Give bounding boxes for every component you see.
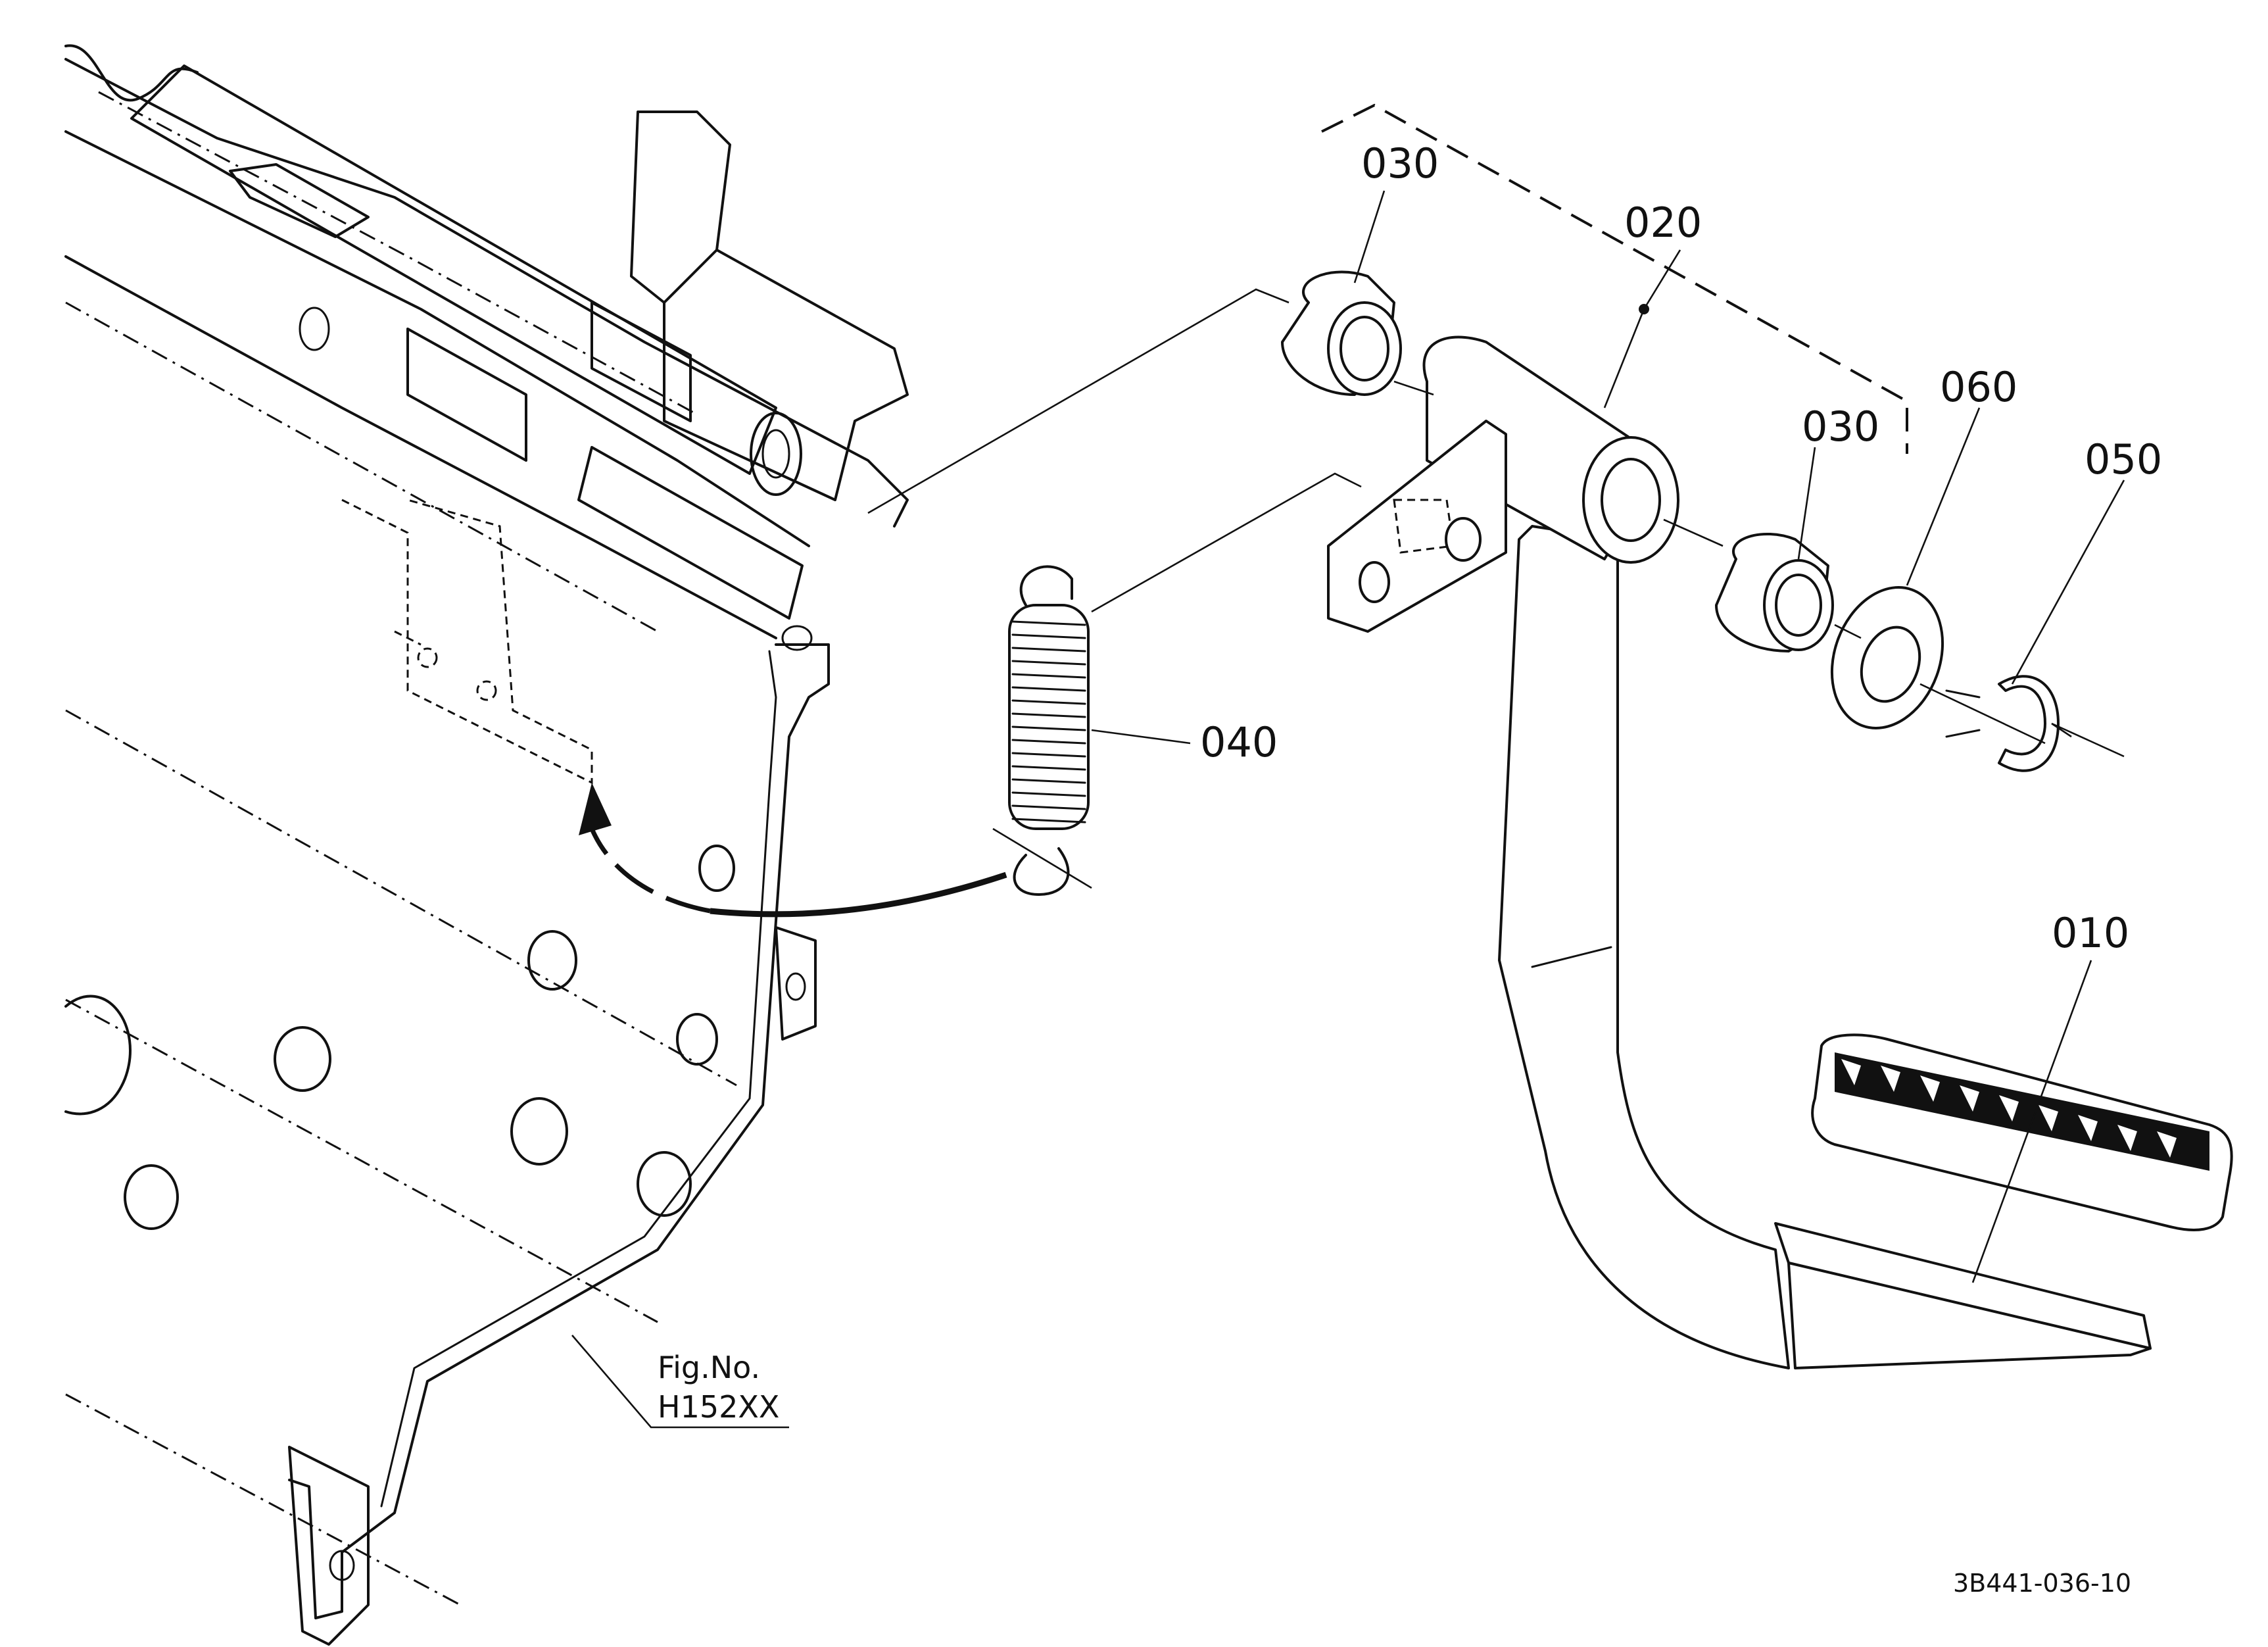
bushing-part-030-left bbox=[1281, 270, 1402, 396]
callout-030-right: 030 bbox=[1802, 403, 1879, 451]
callout-020: 020 bbox=[1624, 199, 1702, 247]
pedal-arm-part-020 bbox=[1327, 304, 2152, 1369]
callout-060: 060 bbox=[1940, 363, 2017, 411]
figure-reference: Fig.No. H152XX bbox=[658, 1350, 779, 1425]
callout-010: 010 bbox=[2052, 909, 2129, 957]
leader-lines bbox=[571, 190, 2125, 1429]
drawing-code: 3B441-036-10 bbox=[1953, 1569, 2131, 1598]
pedal-pad-part-010 bbox=[1811, 1033, 2233, 1231]
frame-assembly bbox=[64, 44, 909, 1646]
callout-labels: 030 020 030 060 050 040 010 bbox=[1200, 139, 2162, 957]
figure-ref-line2: H152XX bbox=[658, 1389, 779, 1425]
figure-ref-line1: Fig.No. bbox=[658, 1350, 760, 1385]
washer-part-060 bbox=[1830, 586, 1944, 729]
callout-030-left: 030 bbox=[1361, 139, 1439, 187]
snap-ring-part-050 bbox=[1945, 675, 2060, 772]
kit-bracket-020 bbox=[1321, 103, 1908, 454]
bushing-part-030-right bbox=[1715, 533, 1834, 652]
callout-050: 050 bbox=[2085, 435, 2162, 483]
install-arrow bbox=[579, 783, 1007, 918]
assembly-axis-lines bbox=[867, 288, 2125, 758]
spring-part-040 bbox=[992, 565, 1092, 896]
callout-040: 040 bbox=[1200, 718, 1278, 766]
